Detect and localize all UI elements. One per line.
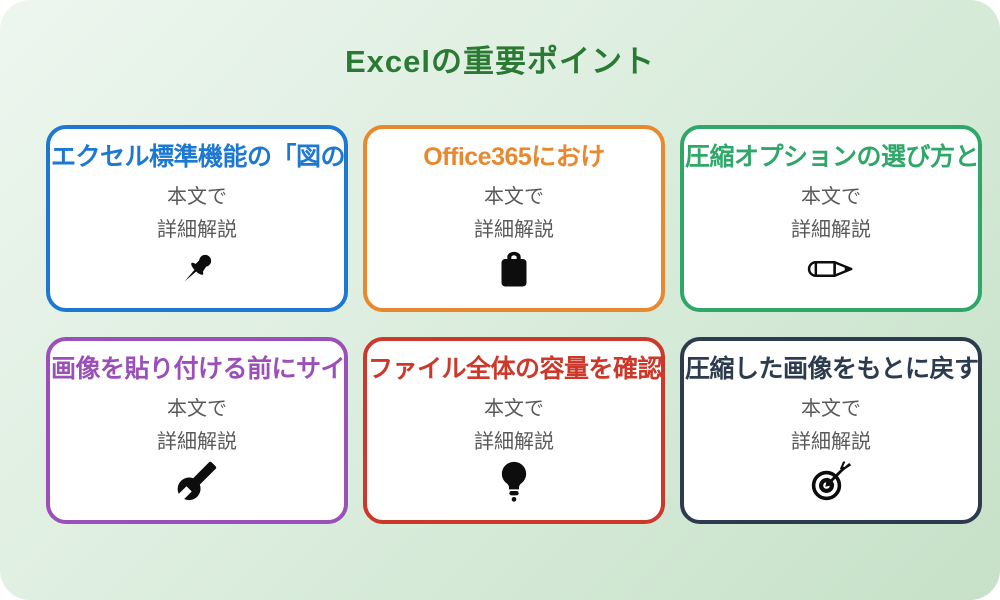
card-body-text: 本文で 詳細解説 (157, 181, 237, 246)
card-title: Office365におけ (423, 143, 605, 171)
card-body-line1: 本文で (167, 398, 227, 421)
card-body-line1: 本文で (484, 186, 544, 209)
card-body-line2: 詳細解説 (157, 218, 237, 241)
card-body-line2: 詳細解説 (474, 430, 554, 453)
lightbulb-icon (494, 460, 534, 502)
card-body-text: 本文で 詳細解説 (791, 181, 871, 246)
card-body-line1: 本文で (167, 186, 227, 209)
card-body-text: 本文で 詳細解説 (474, 393, 554, 458)
card-body-line1: 本文で (801, 186, 861, 209)
card-restore-compressed-image: 圧縮した画像をもとに戻す 本文で 詳細解説 (680, 337, 982, 524)
card-body-text: 本文で 詳細解説 (157, 393, 237, 458)
card-compression-options: 圧縮オプションの選び方と 本文で 詳細解説 (680, 125, 982, 312)
card-body-line1: 本文で (484, 398, 544, 421)
card-check-file-size: ファイル全体の容量を確認 本文で 詳細解説 (363, 337, 665, 524)
card-body-line2: 詳細解説 (157, 430, 237, 453)
pushpin-icon (176, 248, 218, 290)
card-resize-before-paste: 画像を貼り付ける前にサイ 本文で 詳細解説 (46, 337, 348, 524)
card-body-text: 本文で 詳細解説 (474, 181, 554, 246)
wrench-icon (176, 460, 218, 502)
card-title: 圧縮した画像をもとに戻す (685, 355, 979, 383)
card-title: エクセル標準機能の「図の (51, 143, 346, 171)
card-standard-function: エクセル標準機能の「図の 本文で 詳細解説 (46, 125, 348, 312)
card-body-line1: 本文で (801, 398, 861, 421)
card-title: 画像を貼り付ける前にサイ (51, 355, 346, 383)
dart-target-icon (807, 460, 855, 502)
card-grid: エクセル標準機能の「図の 本文で 詳細解説 Office365におけ (46, 125, 982, 524)
card-title: 圧縮オプションの選び方と (685, 143, 980, 171)
card-body-line2: 詳細解説 (791, 218, 871, 241)
card-office365: Office365におけ 本文で 詳細解説 (363, 125, 665, 312)
page-title: Excelの重要ポイント (344, 44, 655, 79)
pencil-icon (805, 248, 857, 290)
card-body-text: 本文で 詳細解説 (791, 393, 871, 458)
card-body-line2: 詳細解説 (791, 430, 871, 453)
card-body-line2: 詳細解説 (474, 218, 554, 241)
clipboard-icon (494, 248, 534, 290)
card-title: ファイル全体の容量を確認 (368, 355, 663, 383)
